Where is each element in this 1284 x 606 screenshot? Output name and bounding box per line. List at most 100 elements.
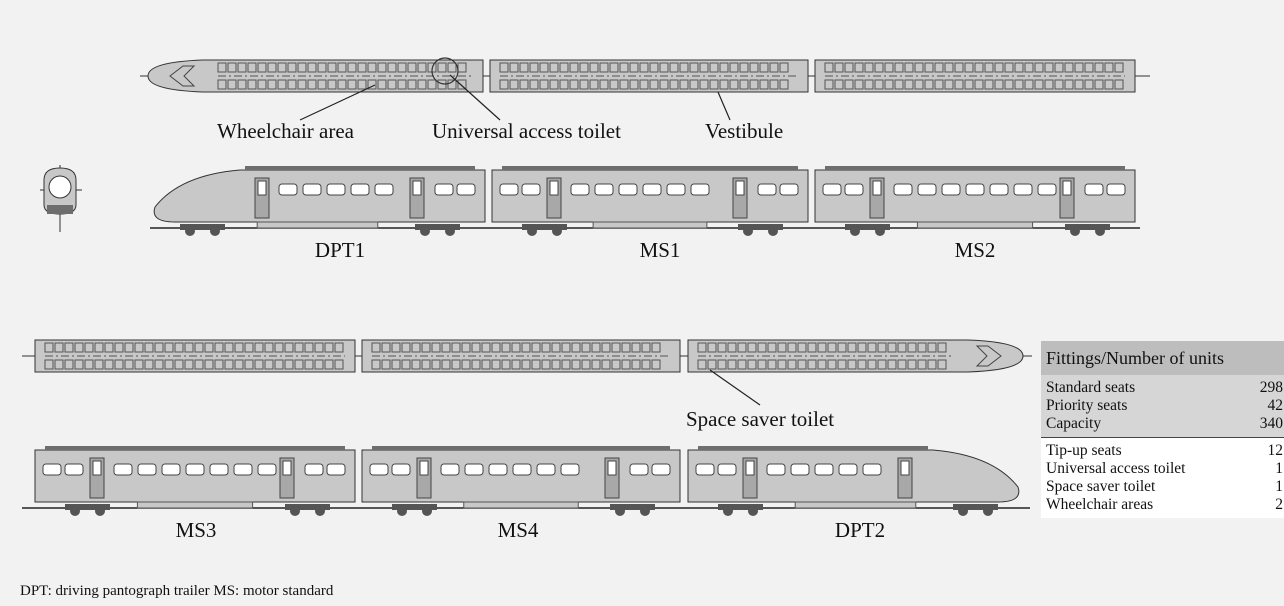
seat [954, 79, 964, 90]
seat [559, 62, 569, 73]
seat [749, 79, 759, 90]
seat [391, 359, 401, 370]
seat [897, 342, 907, 353]
seat [651, 359, 661, 370]
door-window [1062, 180, 1072, 196]
seat [519, 79, 529, 90]
seat [944, 79, 954, 90]
bogie [610, 504, 655, 510]
wheel [552, 226, 562, 236]
wheel [445, 226, 455, 236]
seat [824, 79, 834, 90]
seat [807, 359, 817, 370]
seat [609, 62, 619, 73]
seat [659, 62, 669, 73]
row-value: 42 [1267, 397, 1284, 414]
seat [437, 62, 447, 73]
seat [591, 359, 601, 370]
seat [134, 342, 144, 353]
door-window [872, 180, 882, 196]
window [838, 463, 858, 476]
window [521, 183, 541, 196]
seat [539, 79, 549, 90]
seat [629, 79, 639, 90]
seat [257, 62, 267, 73]
seat [539, 62, 549, 73]
seat [511, 342, 521, 353]
seat [709, 79, 719, 90]
car-label-ms4: MS4 [497, 518, 539, 542]
seat [74, 342, 84, 353]
seat [254, 359, 264, 370]
window [695, 463, 715, 476]
window [1013, 183, 1033, 196]
seat [904, 62, 914, 73]
seat [304, 342, 314, 353]
door-window [549, 180, 559, 196]
seat [174, 342, 184, 353]
seat [887, 342, 897, 353]
floor-plans [22, 57, 1150, 373]
seat [134, 359, 144, 370]
seat [64, 359, 74, 370]
seat [769, 79, 779, 90]
seat [797, 359, 807, 370]
car-body [814, 169, 1136, 223]
seat [579, 79, 589, 90]
door-window [607, 460, 617, 476]
seat [371, 342, 381, 353]
seat [599, 79, 609, 90]
door-window [900, 460, 910, 476]
seat [114, 342, 124, 353]
seat [397, 79, 407, 90]
seat [817, 342, 827, 353]
front-bogie [47, 205, 73, 214]
seat [427, 79, 437, 90]
seat [247, 62, 257, 73]
car-body [34, 449, 356, 503]
window [257, 463, 277, 476]
seat [549, 62, 559, 73]
row-value: 1 [1275, 460, 1283, 477]
plan-ms3 [34, 339, 356, 373]
seat [549, 79, 559, 90]
window [326, 183, 346, 196]
seat [1074, 62, 1084, 73]
table-header: Fittings/Number of units [1041, 341, 1284, 375]
seat [609, 79, 619, 90]
wheel [983, 506, 993, 516]
seat [1034, 62, 1044, 73]
seat [1054, 79, 1064, 90]
wheel [290, 506, 300, 516]
seat [511, 359, 521, 370]
seat [284, 359, 294, 370]
row-label: Priority seats [1046, 397, 1128, 414]
seat [237, 79, 247, 90]
seat [697, 342, 707, 353]
seat [1064, 62, 1074, 73]
seat [317, 79, 327, 90]
seat [377, 62, 387, 73]
car-label-ms2: MS2 [954, 238, 996, 262]
window [862, 463, 882, 476]
seat [94, 359, 104, 370]
seat [894, 62, 904, 73]
wheel [527, 226, 537, 236]
seat [619, 79, 629, 90]
roof-equipment [502, 166, 798, 170]
seat [807, 342, 817, 353]
seat [857, 342, 867, 353]
seat [759, 62, 769, 73]
seat [867, 342, 877, 353]
window [488, 463, 508, 476]
seat [601, 342, 611, 353]
seat [621, 342, 631, 353]
seat [441, 342, 451, 353]
seat [314, 342, 324, 353]
seat [709, 62, 719, 73]
seat [747, 342, 757, 353]
seat [874, 79, 884, 90]
seat [571, 342, 581, 353]
car-label-dpt1: DPT1 [314, 238, 366, 262]
seat [854, 62, 864, 73]
